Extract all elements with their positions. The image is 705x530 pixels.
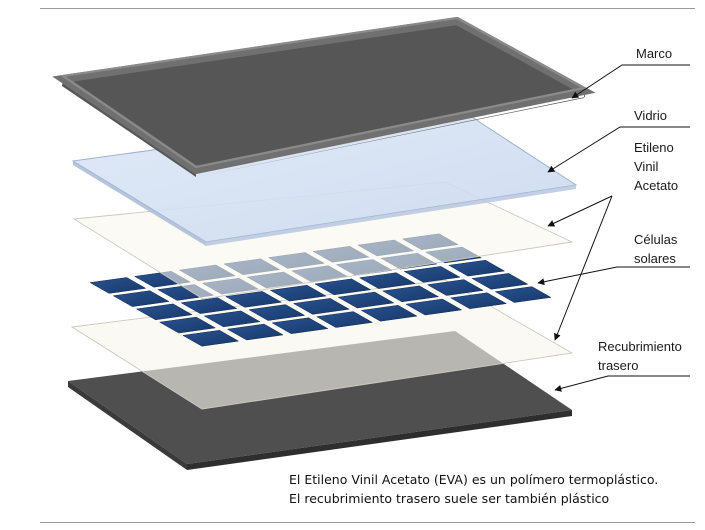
solar-cell (449, 292, 508, 309)
recubrimiento-callout (554, 375, 690, 392)
solar-cell (89, 277, 147, 294)
solar-cell (314, 278, 372, 296)
label-marco: Marco (636, 46, 673, 61)
celulas-callout (537, 266, 690, 286)
marco-callout (571, 64, 690, 99)
label-recubrimiento: Recubrimiento trasero (598, 339, 682, 373)
solar-cell (269, 284, 327, 302)
solar-cell (337, 291, 395, 309)
solar-cell (382, 285, 440, 303)
solar-cell (358, 272, 416, 289)
solar-cell (448, 259, 506, 277)
solar-cell (316, 311, 374, 328)
solar-cell (158, 316, 217, 334)
solar-cell (292, 298, 350, 315)
label-vidrio: Vidrio (634, 108, 668, 123)
vidrio-callout (547, 126, 690, 173)
solar-cell (225, 291, 283, 308)
top-divider (40, 8, 695, 9)
solar-cell (182, 330, 240, 347)
eva-callout-upper (547, 195, 613, 227)
solar-cell (426, 279, 484, 296)
solar-cell (403, 266, 461, 283)
solar-cell (248, 304, 306, 321)
solar-cell (203, 310, 261, 328)
bottom-divider (40, 522, 695, 523)
solar-cell (112, 290, 170, 307)
caption-line-2: El recubrimiento trasero suele ser tambi… (289, 491, 610, 506)
solar-cell (135, 303, 193, 321)
solar-cell (471, 273, 529, 290)
solar-cell (180, 297, 238, 314)
callout-lines (537, 64, 690, 392)
glass-layer (71, 107, 578, 246)
solar-cell (405, 298, 463, 316)
eva-callout-lower (554, 195, 613, 341)
solar-cell (271, 317, 329, 334)
label-celulas: Células solares (634, 232, 678, 266)
solar-cell (360, 305, 418, 322)
caption-line-1: El Etileno Vinil Acetato (EVA) es un pol… (289, 472, 659, 487)
frame-layer (52, 16, 596, 177)
solar-cell (494, 286, 552, 303)
label-eva: Etileno Vinil Acetato (634, 140, 679, 193)
solar-cell (226, 323, 284, 341)
